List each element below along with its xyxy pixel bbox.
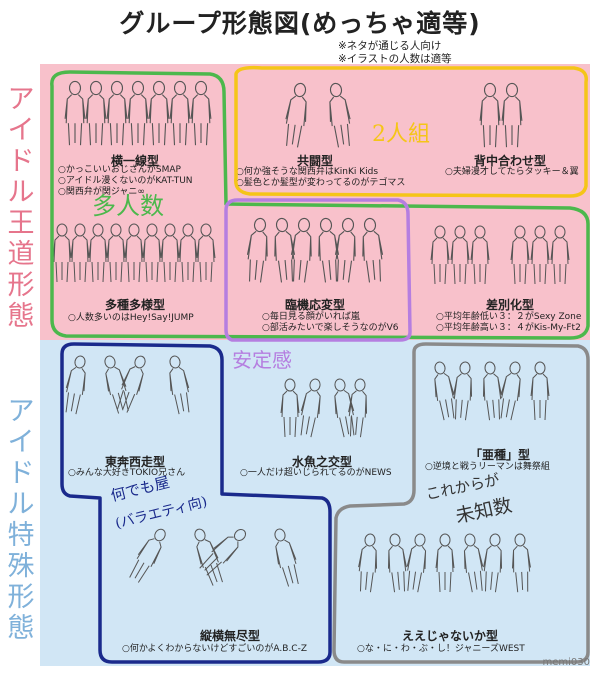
type-examples-yokoissen: ○かっこいいおじさんがSMAP○アイドル漫くないのがKAT-TUN○関西弁が関ジ… (58, 165, 193, 197)
type-label-rinkiouhen: 臨機応変型 (284, 298, 345, 312)
type-examples-senaka: ○夫婦漫才してたらタッキー＆翼 (445, 167, 579, 177)
type-label-ashu: 「亜種」型 (469, 448, 530, 462)
type-examples-kyoutou: ○何か強そうな関西弁はKinKi Kids○髪色とか髪型が変わってるのがテゴマス (236, 167, 406, 188)
hand-note-stable: 安定感 (232, 348, 292, 372)
type-label-suigyo: 水魚之交型 (291, 455, 352, 469)
note-1: ※ネタが通じる人向け (338, 40, 442, 52)
note-2: ※イラストの人数は適等 (338, 53, 452, 65)
type-label-juuoumujin: 縦横無尽型 (199, 629, 260, 643)
type-examples-sabetsuka: ○平均年齢低い３：２がSexy Zone○平均年齢高い３：４がKis-My-Ft… (436, 312, 582, 333)
page-title: グループ形態図(めっちゃ適等) (119, 9, 481, 38)
type-examples-ashu: ○逆境と戦うリーマンは舞祭組 (425, 462, 550, 472)
side-label-mainstream: アイドル王道形態 (7, 84, 35, 332)
type-examples-touhonseisou: ○みんな大好きTOKIO兄さん (68, 468, 186, 478)
watermark: memi030 (542, 657, 591, 668)
green-outline-multi (50, 70, 590, 340)
type-label-kyoutou: 共闘型 (296, 154, 333, 168)
navy-outline-variety (60, 342, 332, 664)
type-label-senaka: 背中合わせ型 (473, 154, 546, 168)
type-label-yokoissen: 横一線型 (110, 154, 159, 168)
blue-section-background (40, 340, 590, 666)
gray-outline-unknown (332, 342, 590, 664)
type-examples-juuoumujin: ○何かよくわからないけどすごいのがA.B.C-Z (122, 644, 307, 654)
side-label-special: アイドル特殊形態 (7, 396, 35, 644)
type-examples-tashutayou: ○人数多いのはHey!Say!JUMP (68, 313, 194, 323)
yellow-outline-duo (234, 65, 588, 198)
type-examples-suigyo: ○一人だけ超いじられてるのがNEWS (240, 468, 392, 478)
type-examples-rinkiouhen: ○毎日見る顔がいれば嵐○部活みたいで楽しそうなのがV6 (262, 312, 399, 333)
type-label-touhonseisou: 東奔西走型 (104, 455, 165, 469)
purple-outline-stable (224, 198, 412, 342)
type-label-eejanaika: ええじゃないか型 (401, 629, 498, 643)
type-label-sabetsuka: 差別化型 (485, 298, 534, 312)
type-label-tashutayou: 多種多様型 (104, 298, 165, 312)
hand-note-duo: 2人組 (372, 122, 430, 147)
type-examples-eejanaika: ○な・に・わ・ぶ・し！ジャニーズWEST (357, 644, 525, 654)
hand-note-multi: 多人数 (92, 192, 164, 220)
